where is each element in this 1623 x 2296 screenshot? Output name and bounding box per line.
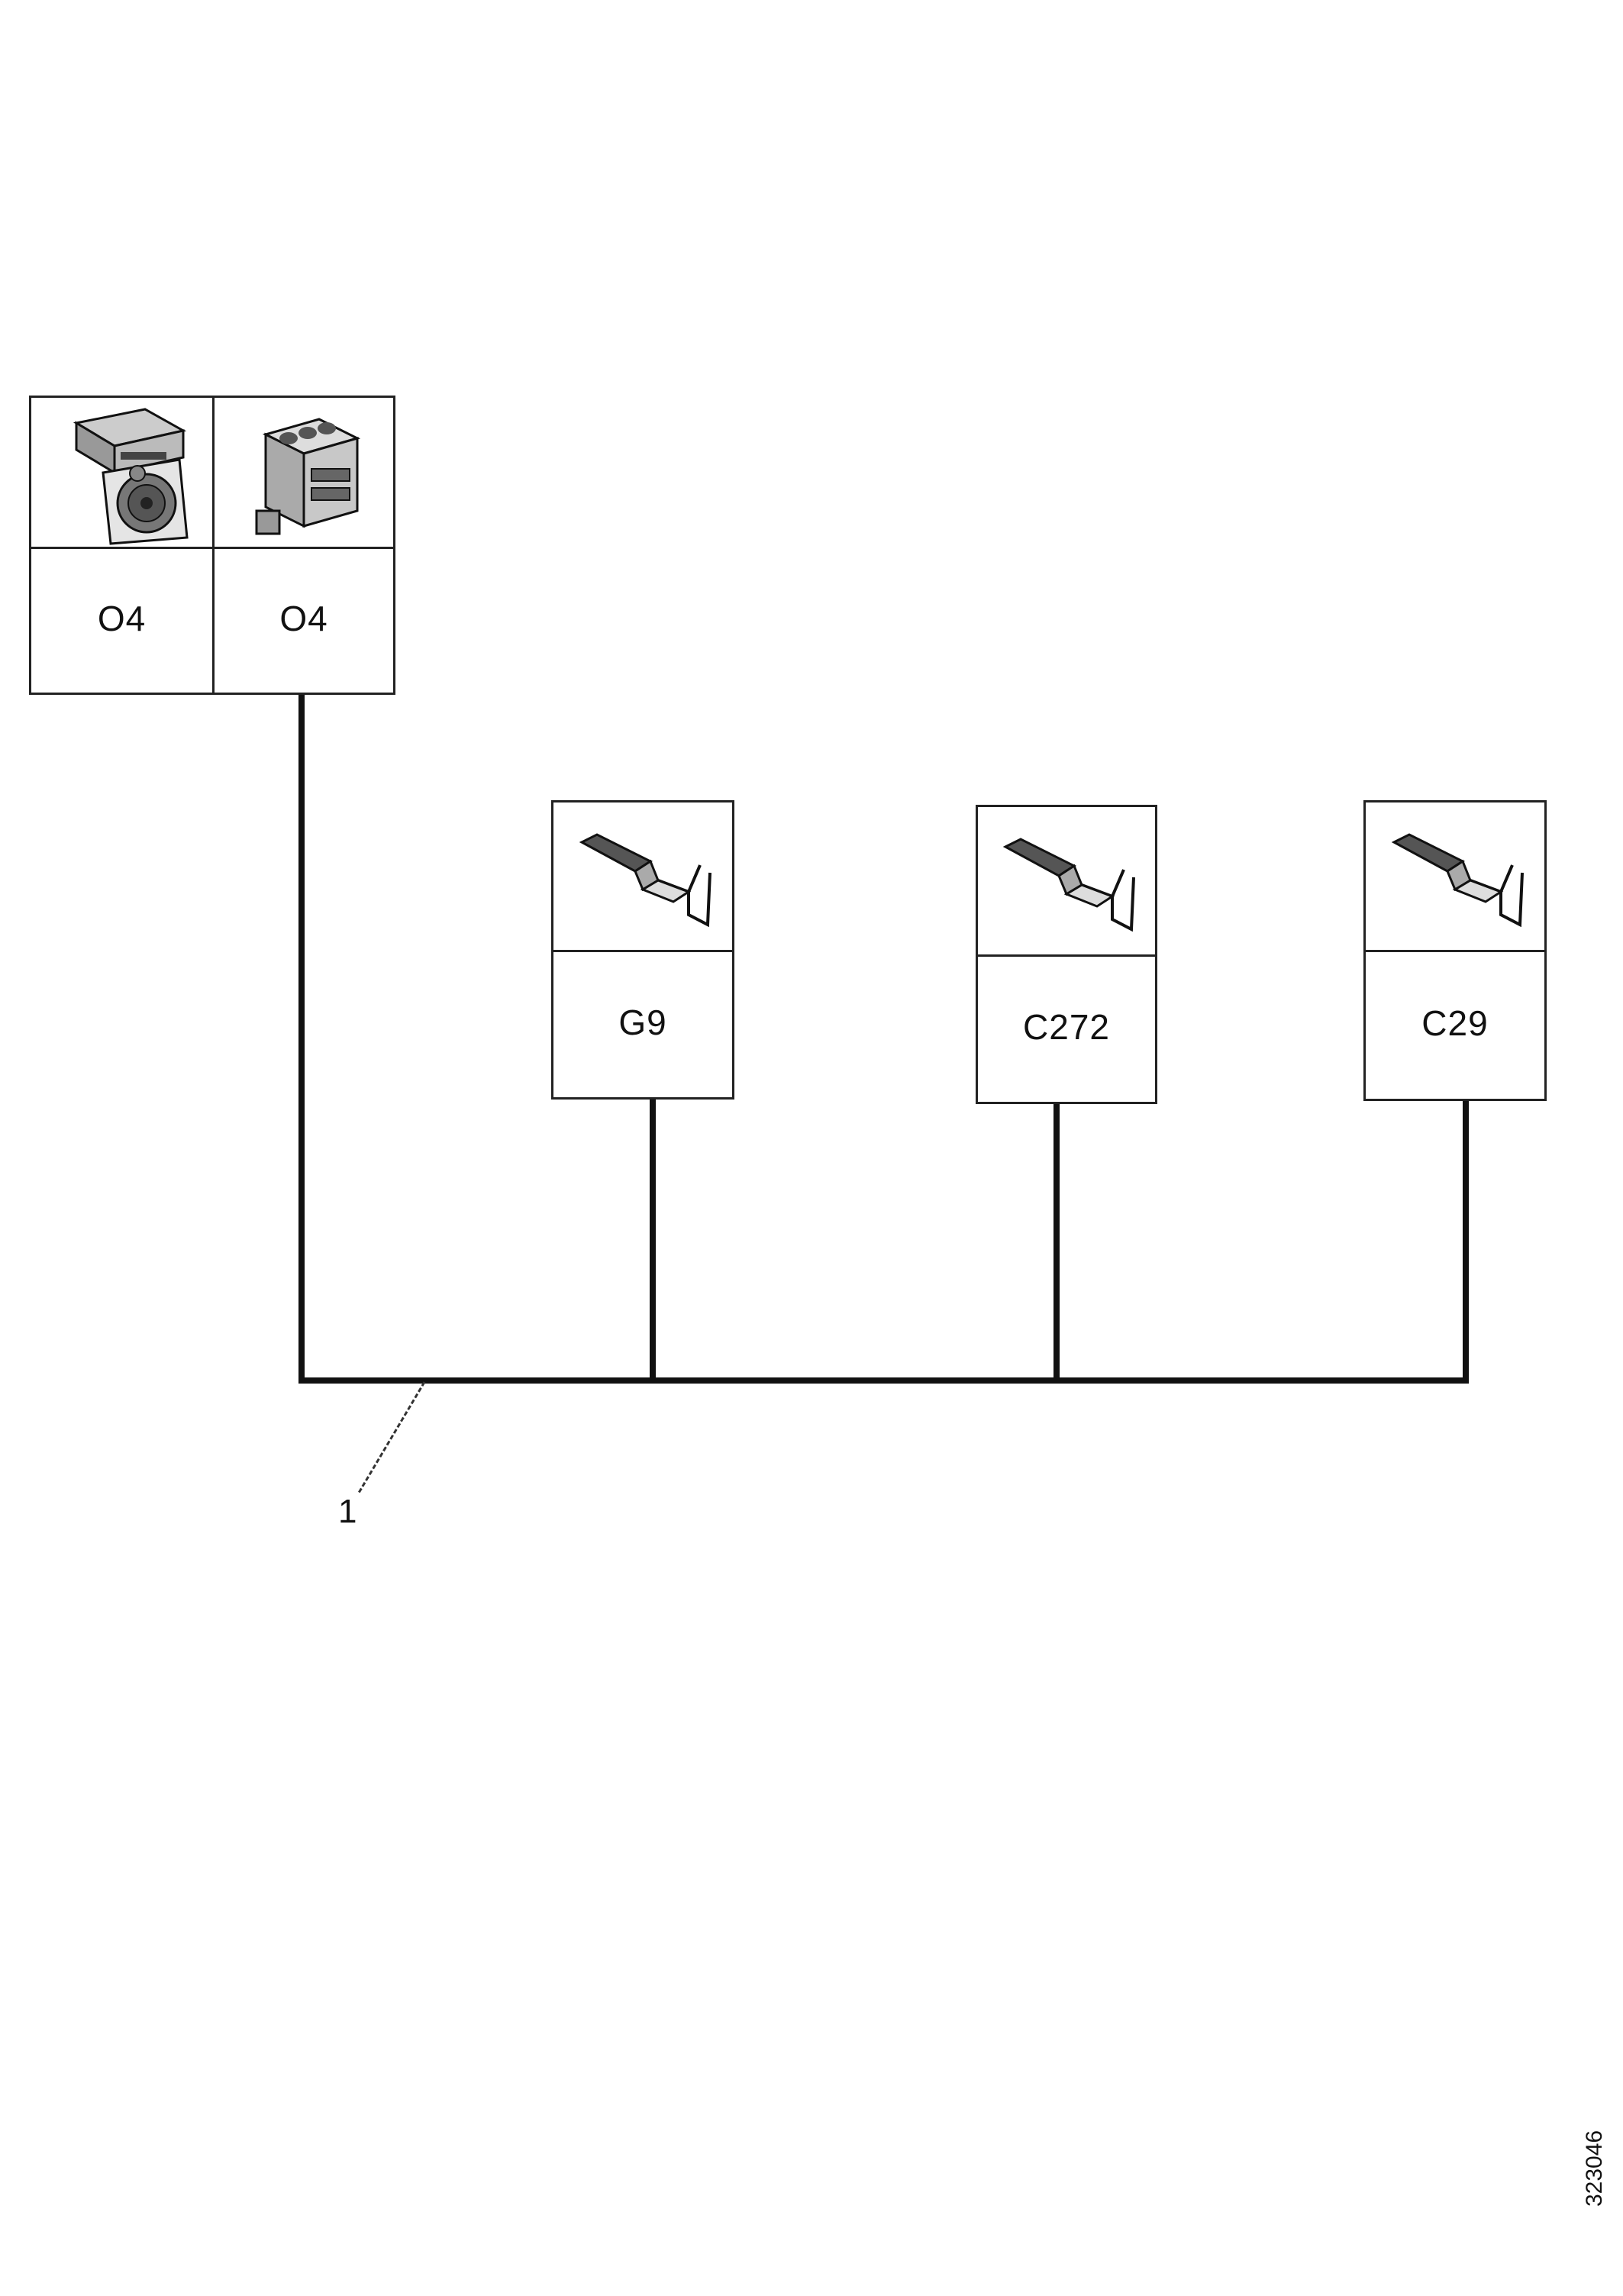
connector-label-c272: C272 (1023, 1007, 1110, 1047)
crimp-terminal-icon (1391, 832, 1524, 927)
connector-image-cell (1366, 802, 1544, 952)
connector-label-o4-right: O4 (279, 599, 328, 638)
callout-leader (357, 1381, 426, 1494)
callout-number: 1 (338, 1493, 357, 1530)
connector-label-g9: G9 (618, 1003, 667, 1042)
connector-image-cell (978, 807, 1155, 957)
connector-box-c272: C272 (976, 805, 1157, 1104)
connector-divider (212, 398, 215, 693)
connector-box-g9: G9 (551, 800, 734, 1100)
connector-box-o4: O4 O4 (29, 396, 395, 695)
crimp-terminal-icon (579, 832, 711, 927)
connector-box-c29: C29 (1363, 800, 1547, 1101)
document-number: 323046 (1582, 2130, 1607, 2207)
control-unit-with-speaker-icon (73, 407, 189, 545)
connector-image-cell (31, 398, 212, 549)
multi-pin-connector-housing-icon (255, 417, 361, 534)
connector-label-o4-left: O4 (97, 599, 147, 638)
connector-image-cell (215, 398, 393, 549)
connector-label-c29: C29 (1421, 1003, 1489, 1043)
connector-image-cell (553, 802, 732, 952)
harness-wire (298, 695, 1469, 1384)
crimp-terminal-icon (1002, 837, 1135, 932)
